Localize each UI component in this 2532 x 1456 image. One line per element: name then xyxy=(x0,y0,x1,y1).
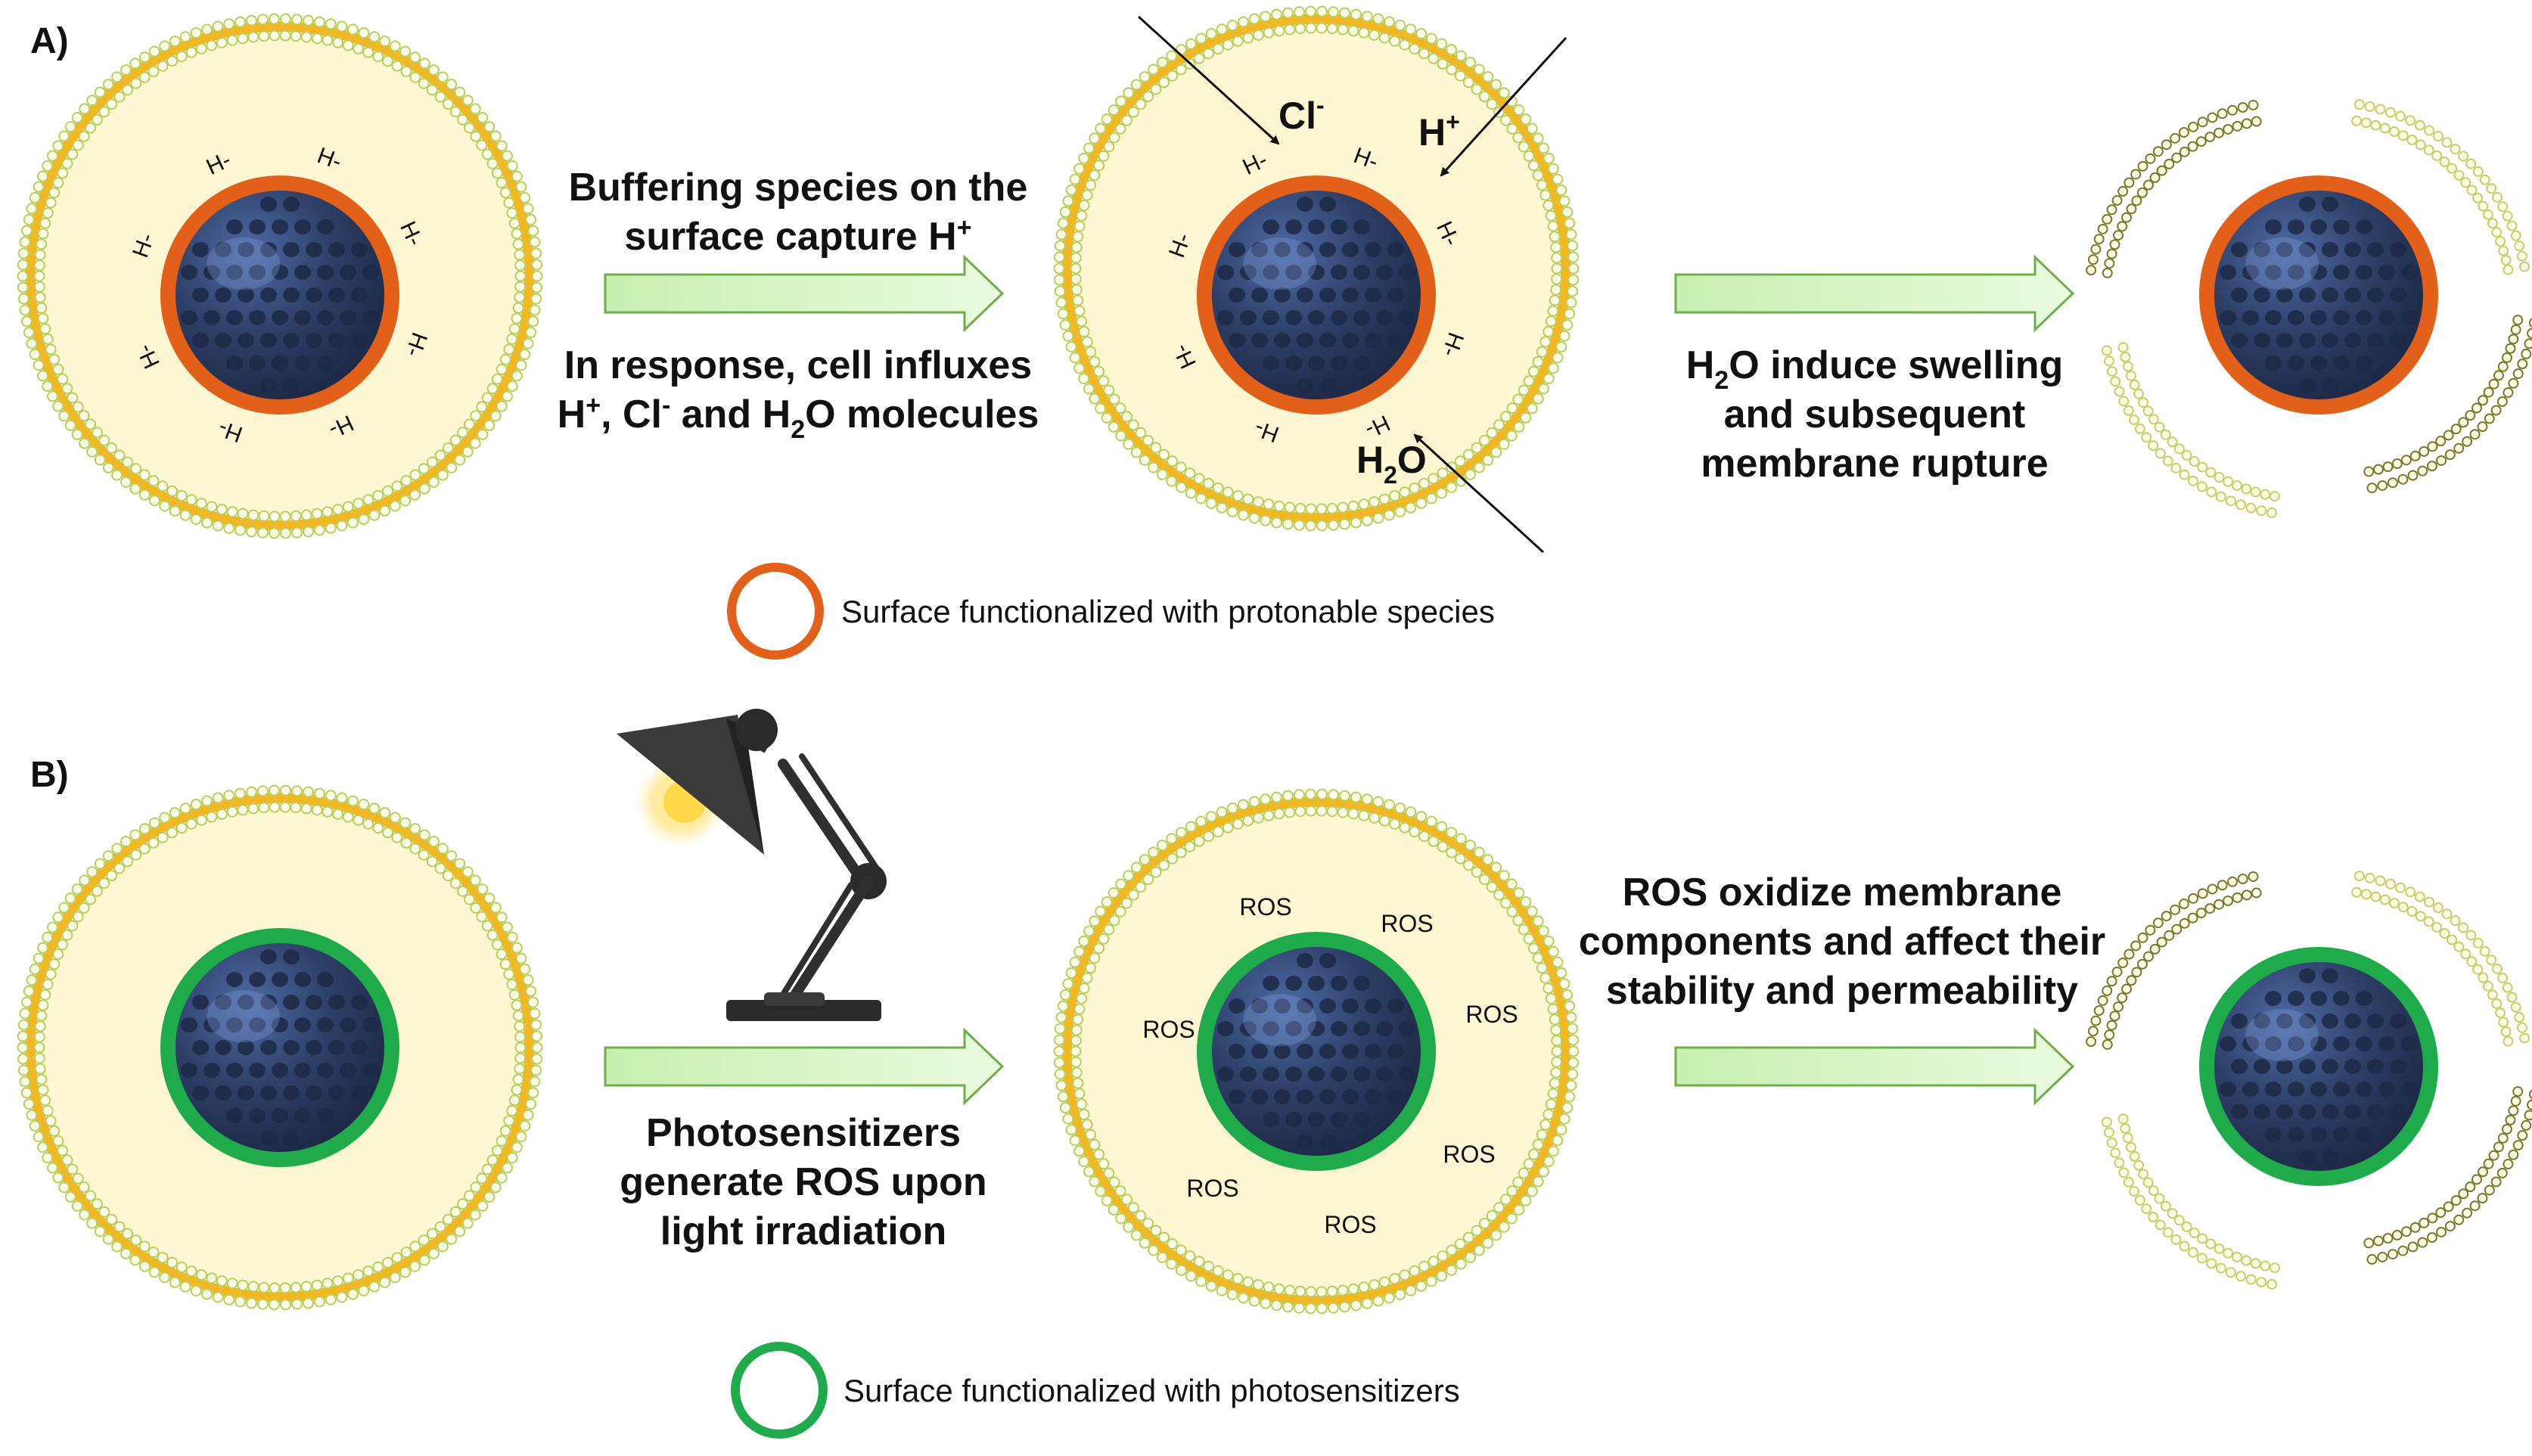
ros-label: ROS xyxy=(1443,1141,1495,1168)
step-b1-line2: generate ROS upon xyxy=(620,1160,986,1204)
ruptured-cell-a xyxy=(2086,99,2532,518)
cell-b2: ROS ROS ROS ROS ROS ROS ROS xyxy=(1053,788,1580,1315)
step-a2-line1: H2O induce swelling xyxy=(1686,343,2064,395)
ros-label: ROS xyxy=(1381,910,1433,937)
nanoparticle xyxy=(176,943,384,1152)
nanoparticle xyxy=(1212,191,1421,399)
process-arrow xyxy=(1674,254,2075,333)
lipid-bilayer-membrane xyxy=(1053,788,1580,1315)
process-arrow xyxy=(604,1027,1005,1106)
legend-shell-icon xyxy=(727,563,824,660)
h-influx-arrow xyxy=(1440,36,1567,177)
h2o-label: H2O xyxy=(1356,439,1427,489)
legend-b: Surface functionalized with photosensiti… xyxy=(731,1342,1460,1439)
legend-b-text: Surface functionalized with photosensiti… xyxy=(843,1373,1460,1408)
step-a2-line2: and subsequent xyxy=(1724,393,2026,436)
lipid-bilayer-membrane xyxy=(17,13,543,539)
step-a1-line1: Buffering species on the xyxy=(569,166,1028,210)
cl-influx-arrow xyxy=(1137,15,1280,145)
lamp-icon xyxy=(617,709,887,1021)
nanoparticle xyxy=(1212,947,1421,1156)
ruptured-membrane-fragments xyxy=(2086,871,2532,1290)
legend-a-text: Surface functionalized with protonable s… xyxy=(841,594,1495,629)
ros-label: ROS xyxy=(1324,1211,1376,1238)
ruptured-cell-b xyxy=(2086,871,2532,1290)
process-arrow xyxy=(1674,1027,2075,1106)
cl-ion-label: Cl- xyxy=(1278,92,1325,137)
step-b1: Photosensitizers generate ROS upon light… xyxy=(604,1027,1005,1253)
step-b2-line2: components and affect their xyxy=(1579,920,2105,964)
step-a1: Buffering species on the surface capture… xyxy=(558,166,1039,444)
step-b2-line3: stability and permeability xyxy=(1606,969,2078,1013)
step-a1-line2: surface capture H+ xyxy=(624,213,971,259)
step-a1-line3: In response, cell influxes xyxy=(564,343,1032,387)
lipid-bilayer-membrane xyxy=(17,784,543,1311)
process-arrow xyxy=(604,254,1005,333)
step-a2: H2O induce swelling and subsequent membr… xyxy=(1674,254,2075,486)
nanoparticle xyxy=(176,191,384,399)
ros-label: ROS xyxy=(1465,1001,1518,1028)
legend-a: Surface functionalized with protonable s… xyxy=(727,563,1495,660)
lipid-bilayer-membrane xyxy=(1053,5,1580,532)
step-a1-line4: H+, Cl- and H2O molecules xyxy=(558,391,1039,444)
step-b1-line3: light irradiation xyxy=(660,1209,946,1253)
step-a2-line3: membrane rupture xyxy=(1701,442,2048,486)
nanoparticle xyxy=(2214,191,2423,399)
legend-shell-icon xyxy=(731,1342,828,1439)
panel-a-label: A) xyxy=(30,21,69,61)
h-ion-label: H+ xyxy=(1418,108,1460,154)
cell-b1 xyxy=(17,784,543,1311)
ros-label: ROS xyxy=(1142,1016,1195,1043)
h2o-influx-arrow xyxy=(1413,433,1545,554)
step-b1-line1: Photosensitizers xyxy=(646,1111,961,1155)
ruptured-membrane-fragments xyxy=(2086,99,2532,518)
step-b2-line1: ROS oxidize membrane xyxy=(1623,871,2062,914)
cell-a2: H-H-H-H-H-H-H-H- Cl- H+ H2O xyxy=(1053,5,1580,554)
nanoparticle xyxy=(2214,962,2423,1171)
ros-label: ROS xyxy=(1186,1175,1238,1202)
panel-b-label: B) xyxy=(30,755,69,795)
ros-label: ROS xyxy=(1239,893,1291,920)
step-b2: ROS oxidize membrane components and affe… xyxy=(1579,871,2105,1106)
cell-a1: H-H-H-H-H-H-H-H- xyxy=(17,13,543,539)
